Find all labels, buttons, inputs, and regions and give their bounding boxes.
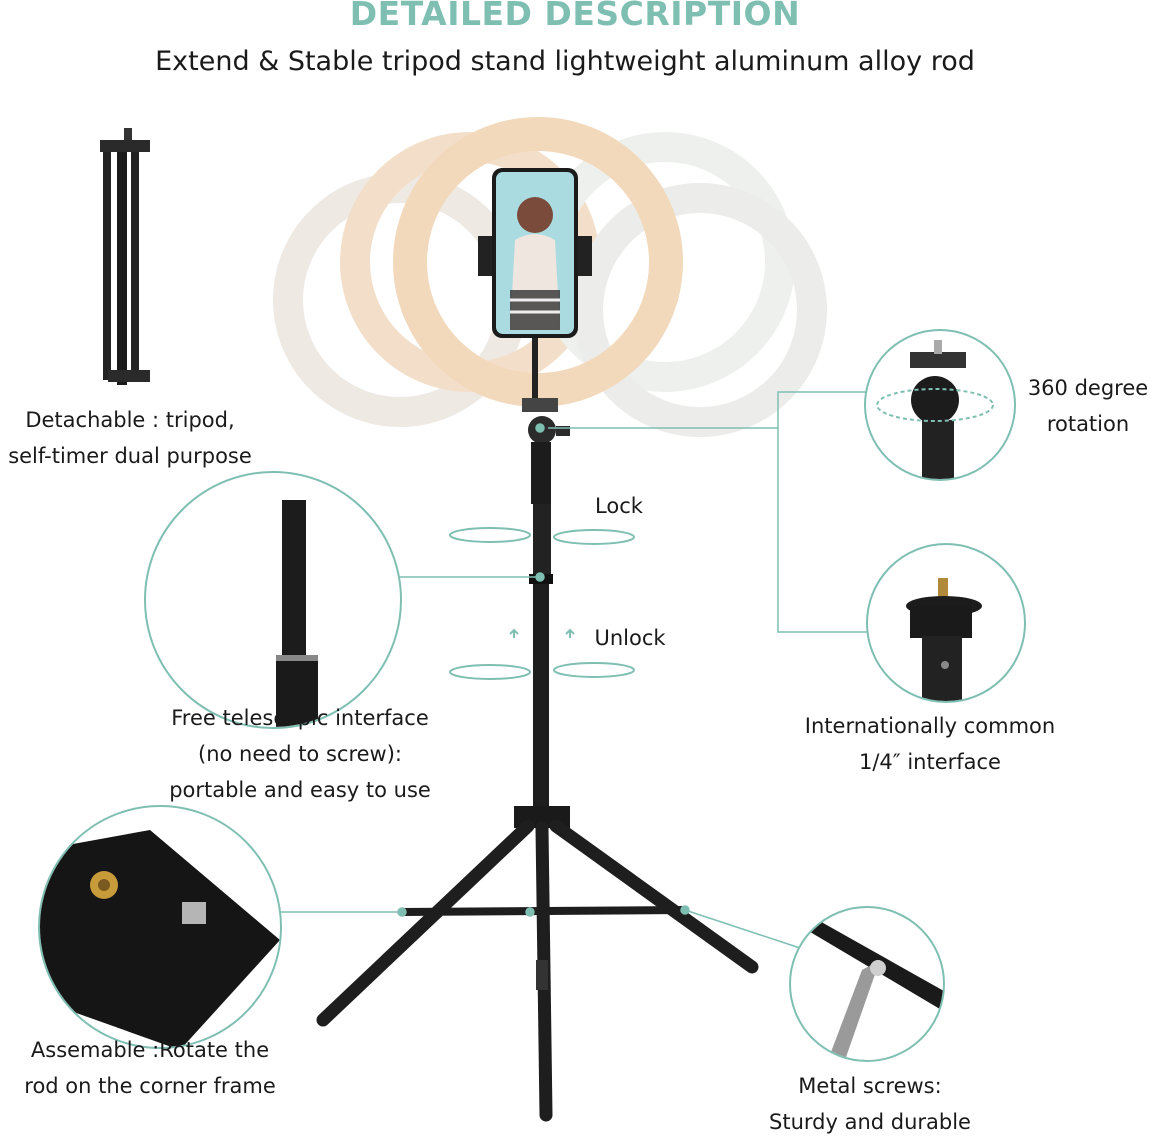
telescopic-label: Free telescopic interface (no need to sc… — [169, 706, 431, 802]
interface-detail — [866, 543, 1026, 703]
lock-label: Lock — [595, 494, 643, 518]
telescopic-detail — [144, 471, 402, 729]
screws-detail — [789, 906, 945, 1062]
page-title: DETAILED DESCRIPTION — [349, 0, 801, 33]
page-subtitle: Extend & Stable tripod stand lightweight… — [155, 46, 975, 77]
tripod-label: Detachable : tripod, self-timer dual pur… — [8, 408, 252, 468]
interface-label: Internationally common 1/4″ interface — [804, 714, 1056, 774]
rotation-arrows — [449, 527, 635, 680]
assemble-detail — [38, 805, 282, 1049]
callout-lines — [280, 391, 868, 951]
rotation-label: 360 degree rotation — [1027, 376, 1149, 436]
rotation-detail — [864, 329, 1016, 481]
collapsed-tripod — [100, 128, 150, 385]
assemble-label: Assemable :Rotate the rod on the corner … — [24, 1038, 276, 1098]
tripod-stand — [316, 398, 759, 1122]
phone — [478, 168, 592, 398]
unlock-label: Unlock — [594, 626, 666, 650]
screws-label: Metal screws: Sturdy and durable — [769, 1074, 971, 1134]
